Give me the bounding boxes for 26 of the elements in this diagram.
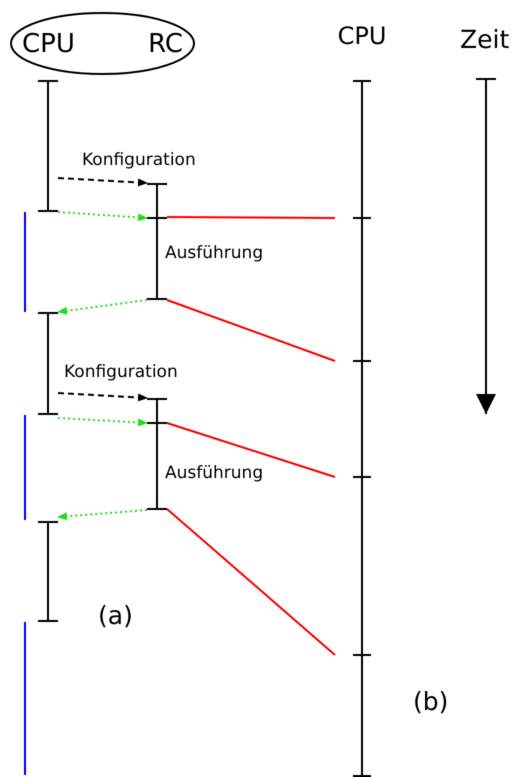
- arrow: [58, 417, 148, 426]
- panel-label: (a): [98, 600, 133, 632]
- timeline-bar: [147, 398, 167, 510]
- lifeline-heading: CPU: [22, 30, 75, 56]
- connector-line: [167, 216, 335, 219]
- lifeline-heading: RC: [148, 30, 183, 56]
- timeline-bar: [147, 183, 167, 300]
- connector-line: [166, 422, 336, 478]
- timeline-bar: [38, 80, 58, 212]
- timeline-bar: [38, 521, 58, 622]
- phase-label: Ausführung: [165, 243, 264, 264]
- arrow: [57, 509, 148, 520]
- timeline-bar: [38, 312, 58, 415]
- connector-line: [166, 508, 336, 656]
- phase-label: Ausführung: [165, 463, 264, 484]
- arrow: [58, 211, 148, 222]
- ellipse-node: [10, 12, 195, 75]
- arrow: [58, 392, 148, 402]
- arrow: [57, 299, 148, 315]
- axis-label: Zeit: [460, 24, 510, 56]
- edge-label: Konfiguration: [64, 362, 178, 384]
- edge-label: Konfiguration: [82, 150, 196, 172]
- lifeline-heading: CPU: [338, 24, 386, 48]
- connector-line: [166, 299, 336, 362]
- panel-label: (b): [413, 686, 448, 718]
- arrow: [58, 177, 148, 186]
